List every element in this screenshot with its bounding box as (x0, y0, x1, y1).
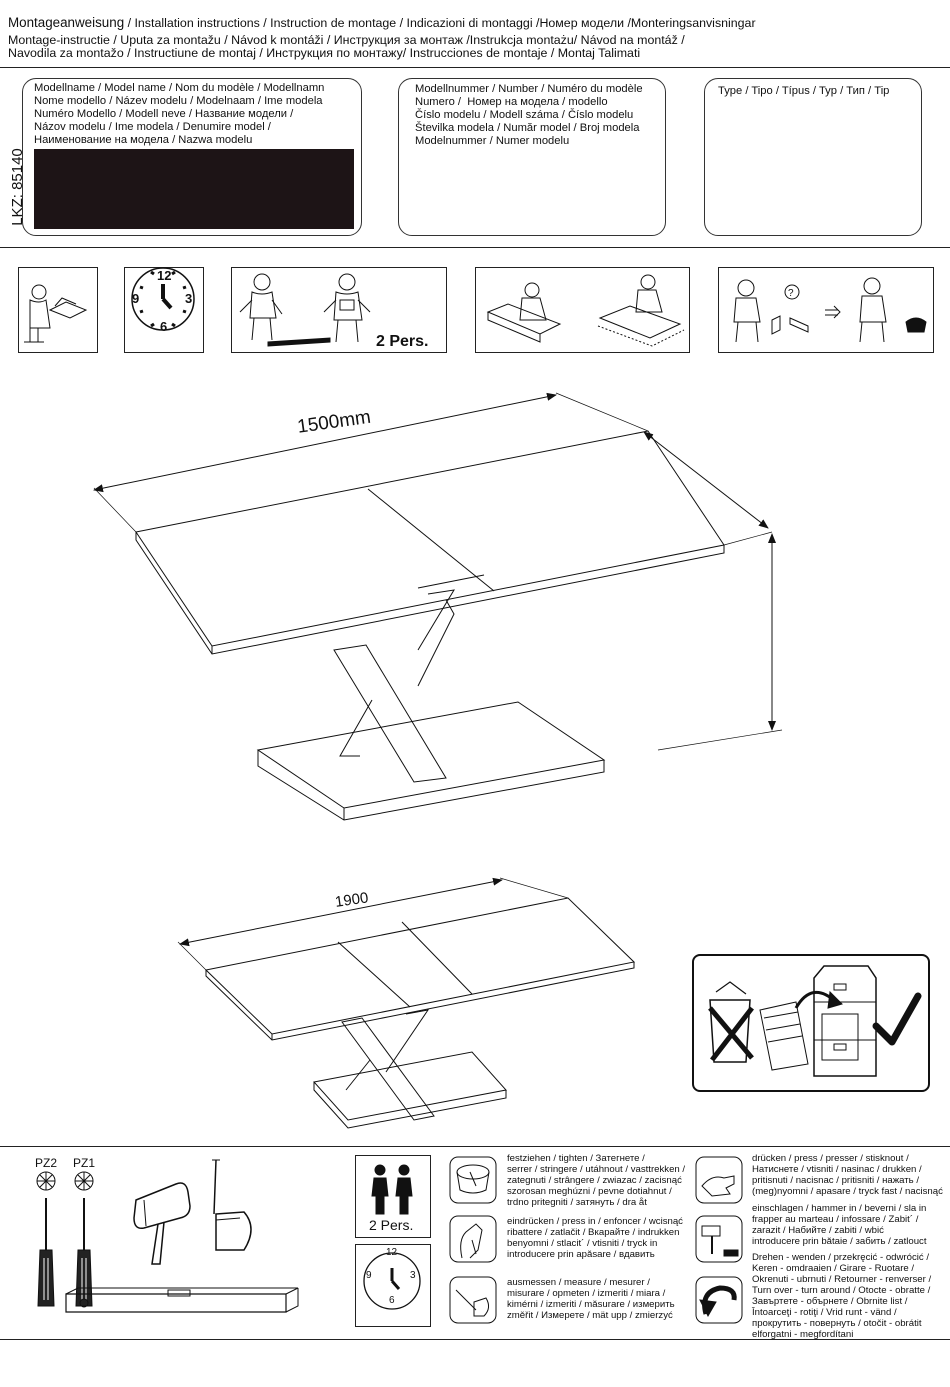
table-1900-drawing (177, 877, 636, 1129)
tools-divider-bottom (0, 1339, 950, 1340)
turn-over-icon (695, 1276, 743, 1324)
legend-hammer: einschlagen / hammer in / beverni / sla … (752, 1203, 927, 1247)
header-title-translations: / Installation instructions / Instructio… (124, 16, 756, 30)
soft-surface-icon (486, 274, 685, 347)
table-extended-drawing (93, 392, 783, 821)
type-box (704, 78, 922, 236)
tools-persons-frame (355, 1155, 431, 1238)
pz1-label: PZ1 (73, 1156, 96, 1170)
clock-small-icon (363, 1252, 421, 1310)
mallet-icon (133, 1182, 191, 1265)
svg-text:?: ? (788, 288, 794, 299)
legend-turn-over: Drehen - wenden / przekręcić - odwrócić … (752, 1252, 932, 1340)
recycle-instruction-icon (708, 965, 922, 1077)
clock1-num-12: 12 (157, 268, 172, 283)
tools-divider-top (0, 1146, 950, 1147)
pz2-label: PZ2 (35, 1156, 58, 1170)
clock2-num-6: 6 (389, 1295, 395, 1306)
missing-parts-icon: ? (733, 277, 927, 343)
model-name-field (34, 149, 354, 229)
header-line-3: Navodila za montažo / Instructiune de mo… (8, 46, 641, 60)
legend-press: drücken / press / presser / stisknout / … (752, 1153, 943, 1197)
model-number-label: Modellnummer / Number / Numéro du modèle… (415, 83, 643, 147)
legend-tighten: festziehen / tighten / Затегнете / serre… (507, 1153, 686, 1208)
clock1-num-6: 6 (160, 319, 168, 334)
legend-measure: ausmessen / measure / mesurer / misurare… (507, 1277, 675, 1321)
info-divider (0, 247, 950, 248)
tools-persons-label: 2 Pers. (369, 1217, 414, 1233)
spirit-level-icon (65, 1287, 299, 1313)
clock2-num-3: 3 (410, 1270, 416, 1281)
clock2-num-9: 9 (366, 1270, 372, 1281)
two-persons-label: 2 Pers. (376, 333, 429, 350)
clock1-num-3: 3 (185, 291, 193, 306)
screwdriver-pz2-icon (37, 1198, 55, 1307)
read-manual-icon (24, 284, 88, 343)
clock-icon (131, 267, 195, 331)
press-icon (695, 1156, 743, 1204)
model-number-box (398, 78, 666, 236)
model-name-label: Modellname / Model name / Nom du modèle … (34, 82, 325, 146)
tools-time-frame (355, 1244, 431, 1327)
header-line-2: Montage-instructie / Uputa za montažu / … (8, 33, 685, 47)
clock1-num-9: 9 (132, 291, 140, 306)
header-divider (0, 67, 950, 68)
measure-icon (449, 1276, 497, 1324)
pz2-cross-icon (36, 1171, 56, 1191)
press-in-icon (449, 1215, 497, 1263)
type-label: Type / Tipo / Típus / Typ / Тип / Tip (718, 85, 890, 97)
tighten-icon (449, 1156, 497, 1204)
tape-measure-icon (212, 1159, 252, 1251)
hammer-icon (695, 1215, 743, 1263)
header-line-1: Montageanweisung / Installation instruct… (8, 15, 756, 31)
legend-press-in: eindrücken / press in / enfoncer / wcisn… (507, 1216, 683, 1260)
two-persons-icon (371, 1164, 413, 1215)
soft-surface-frame (475, 267, 690, 353)
header-main-title: Montageanweisung (8, 15, 125, 30)
two-persons-frame (231, 267, 447, 353)
two-persons-carry-icon (239, 273, 371, 347)
screwdriver-pz1-icon (75, 1198, 93, 1307)
recycle-frame (692, 954, 930, 1092)
pz1-cross-icon (74, 1171, 94, 1191)
